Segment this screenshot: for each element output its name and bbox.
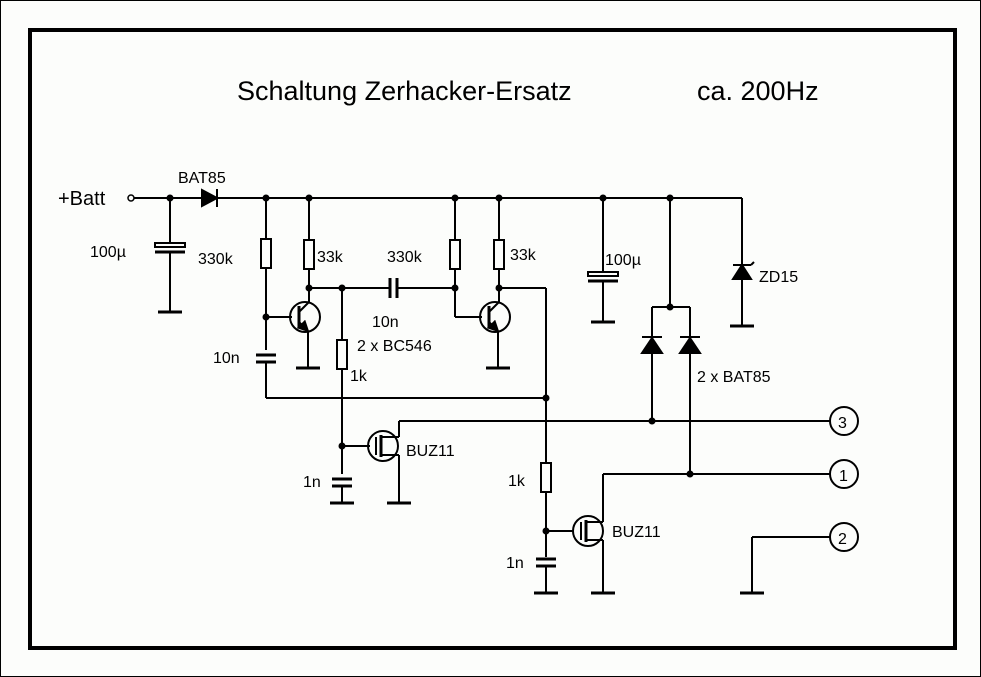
junction-dots	[166, 194, 694, 535]
diodes-bat85-output	[640, 198, 702, 474]
terminal-1-label: 1	[839, 468, 848, 485]
schematic-title: Schaltung Zerhacker-Ersatz	[237, 76, 572, 106]
cap-in-label: 100µ	[90, 244, 126, 261]
schematic-frame	[28, 28, 957, 650]
cap-feedback-label: 10n	[213, 350, 240, 367]
terminal-2[interactable]	[829, 522, 859, 552]
mosfet-buz11-2	[546, 473, 830, 595]
capacitor-100u-input	[154, 198, 186, 314]
capacitor-1n-gate1	[330, 477, 354, 505]
terminal-1[interactable]	[829, 459, 859, 489]
mosfet-buz11-1	[342, 420, 830, 505]
capacitor-100u-supply	[587, 198, 619, 324]
r-coll2-label: 33k	[510, 247, 537, 264]
diode-in-label: BAT85	[178, 170, 226, 187]
zener-zd15	[730, 261, 755, 328]
r-gate1-label: 1k	[350, 368, 368, 385]
r-gate2-label: 1k	[508, 473, 526, 490]
resistor-1k-gate2	[540, 462, 552, 557]
cap-gate2-label: 1n	[506, 555, 524, 572]
r-coll1-label: 33k	[317, 249, 344, 266]
resistor-33k-right	[493, 198, 547, 463]
terminal-2-wire	[740, 536, 830, 595]
terminal-3-label: 3	[838, 415, 847, 432]
cap-gate1-label: 1n	[303, 474, 321, 491]
capacitor-10n-coupling	[388, 278, 455, 298]
batt-terminal	[127, 194, 135, 202]
r-base1-label: 330k	[198, 251, 234, 268]
cap-couple-label: 10n	[372, 314, 399, 331]
diodes-out-label: 2 x BAT85	[697, 369, 771, 386]
capacitor-1n-gate2	[534, 557, 558, 595]
capacitor-10n-feedback	[256, 353, 546, 399]
r-base2-label: 330k	[387, 249, 423, 266]
transistors-label: 2 x BC546	[357, 338, 432, 355]
mosfet1-label: BUZ11	[406, 443, 455, 460]
mosfet2-label: BUZ11	[612, 524, 661, 541]
transistor-bc546-right	[479, 288, 511, 370]
resistor-33k-left	[303, 198, 390, 289]
resistor-330k-left	[260, 198, 272, 350]
resistor-1k-gate1	[336, 288, 348, 474]
terminal-3[interactable]	[829, 406, 859, 436]
resistor-330k-right	[449, 198, 482, 318]
diode-bat85-input	[201, 188, 220, 208]
frequency-label: ca. 200Hz	[697, 76, 819, 106]
cap-supply-label: 100µ	[605, 252, 641, 269]
terminal-2-label: 2	[838, 531, 847, 548]
batt-label: +Batt	[58, 188, 106, 210]
zener-label: ZD15	[759, 269, 798, 286]
